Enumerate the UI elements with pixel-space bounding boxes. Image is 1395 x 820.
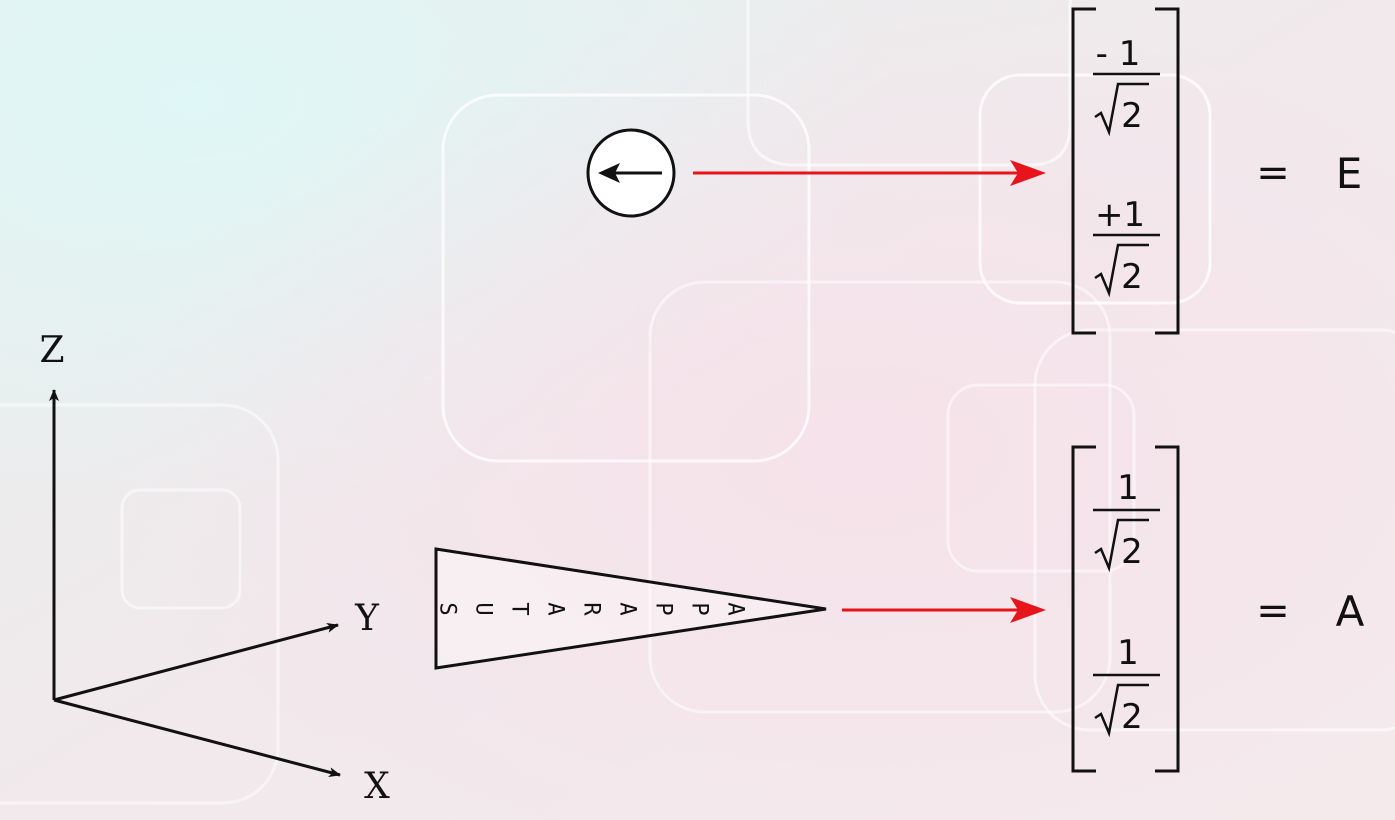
vector-a-entry-2: 1 2: [1093, 633, 1160, 738]
coordinate-axes: Z Y X: [39, 330, 390, 807]
vector-e-numerator-1: - 1: [1096, 34, 1141, 74]
vector-e-name: E: [1336, 149, 1363, 198]
vector-a-left-bracket: [1071, 445, 1096, 773]
apparatus-letter: A: [543, 602, 568, 615]
vector-a-radicand-1: 2: [1121, 532, 1143, 572]
x-axis: [53, 698, 341, 778]
vector-e: - 1 2 +1 2 = E: [1071, 7, 1363, 335]
apparatus-letter: A: [723, 602, 748, 615]
vector-e-radicand-1: 2: [1121, 96, 1143, 136]
vector-e-radicand-2: 2: [1121, 257, 1143, 297]
apparatus-letter: A: [615, 602, 640, 615]
vector-a-name: A: [1336, 587, 1365, 636]
apparatus-letter: P: [651, 602, 676, 615]
measurement-arrows: [693, 160, 1046, 623]
vector-a-equals: =: [1256, 588, 1290, 634]
y-axis: [53, 622, 339, 702]
vector-a-numerator-2: 1: [1117, 633, 1139, 673]
apparatus-letter: S: [435, 602, 460, 615]
vector-e-entry-2: +1 2: [1093, 195, 1160, 298]
vector-a: 1 2 1 2 = A: [1071, 445, 1365, 773]
vector-e-entry-1: - 1 2: [1093, 34, 1160, 137]
apparatus-letter: R: [579, 602, 604, 616]
vector-a-entry-1: 1 2: [1093, 468, 1160, 573]
apparatus-letter: U: [471, 602, 496, 615]
vector-a-numerator-1: 1: [1117, 468, 1139, 508]
apparatus-letter: T: [507, 602, 532, 615]
y-axis-label: Y: [354, 598, 380, 639]
apparatus-letter: P: [687, 602, 712, 615]
sqrt-sign: [1094, 243, 1149, 298]
vector-e-equals: =: [1256, 150, 1290, 196]
top-red-arrow: [693, 160, 1046, 186]
vector-a-right-bracket: [1155, 445, 1180, 773]
left-arrow-circle-icon: [586, 128, 676, 218]
x-axis-label: X: [364, 766, 390, 807]
vector-a-radicand-2: 2: [1121, 697, 1143, 737]
vector-e-left-bracket: [1071, 7, 1096, 335]
sqrt-sign: [1094, 82, 1149, 137]
sqrt-sign: [1094, 683, 1149, 738]
vector-e-right-bracket: [1155, 7, 1180, 335]
z-axis-label: Z: [39, 330, 64, 371]
sqrt-sign: [1094, 518, 1149, 573]
bottom-red-arrow: [842, 597, 1046, 623]
vector-e-numerator-2: +1: [1095, 195, 1145, 235]
